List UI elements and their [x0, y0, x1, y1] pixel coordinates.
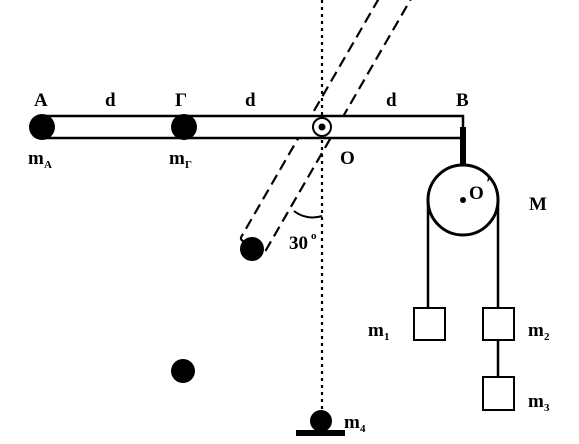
box-m3	[482, 376, 515, 411]
label-pulley-prime: ΄	[485, 176, 491, 197]
label-pivot-o: O	[340, 148, 355, 169]
angle-arc	[293, 210, 323, 219]
label-mass-1-sub: 1	[384, 331, 390, 343]
label-mass-a-main: m	[28, 148, 44, 169]
label-dist-2: d	[245, 90, 256, 111]
label-angle: 30 o	[289, 230, 317, 254]
label-mass-1-main: m	[368, 320, 384, 341]
label-point-gamma: Γ	[175, 90, 187, 111]
label-mass-gamma-main: m	[169, 148, 185, 169]
box-m2	[482, 307, 515, 341]
box-m1	[413, 307, 446, 341]
label-dist-1: d	[105, 90, 116, 111]
m4-ball	[310, 410, 332, 432]
label-pulley-center: O ΄	[469, 176, 491, 204]
label-mass-3-main: m	[528, 391, 544, 412]
mass-gamma-ball	[171, 114, 197, 140]
label-mass-gamma-sub: Γ	[185, 159, 192, 171]
pivot-inner	[318, 123, 326, 131]
label-mass-2-sub: 2	[544, 331, 550, 343]
label-dist-3: d	[386, 90, 397, 111]
pulley-axle	[460, 197, 466, 203]
label-pulley-o: O	[469, 183, 484, 204]
label-angle-value: 30	[289, 233, 308, 254]
label-mass-2: m 2	[528, 320, 550, 343]
label-mass-a: m A	[28, 148, 52, 171]
label-mass-4-sub: 4	[360, 423, 366, 435]
label-mass-4-main: m	[344, 412, 360, 433]
m4-base	[296, 430, 345, 436]
label-mass-1: m 1	[368, 320, 390, 343]
label-pulley-mass: M	[529, 194, 547, 215]
label-mass-4: m 4	[344, 412, 366, 435]
tilted-rod-end-ball	[171, 359, 195, 383]
label-point-b: B	[456, 90, 469, 111]
label-mass-3-sub: 3	[544, 402, 550, 414]
mass-a-ball	[29, 114, 55, 140]
label-mass-a-sub: A	[44, 159, 52, 171]
label-point-a: A	[34, 90, 48, 111]
horizontal-rod	[40, 114, 465, 140]
label-mass-2-main: m	[528, 320, 544, 341]
label-mass-gamma: m Γ	[169, 148, 192, 171]
label-angle-unit: o	[311, 230, 317, 242]
tilted-rod-mid-ball	[240, 237, 264, 261]
label-mass-3: m 3	[528, 391, 550, 414]
